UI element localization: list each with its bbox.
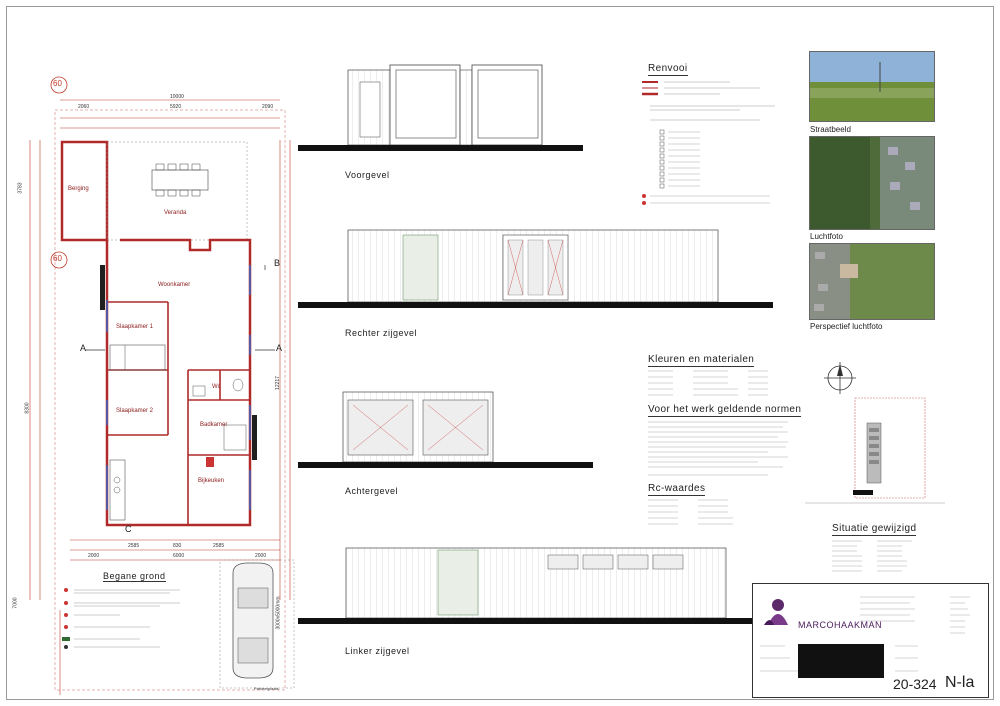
photo-perspectief	[809, 243, 935, 320]
grid-badge-side: 60	[53, 254, 62, 263]
dim-bottom-c: 2585	[213, 543, 225, 549]
elevations	[298, 64, 773, 624]
photo-luchtfoto	[809, 136, 935, 230]
section-a-right: A	[276, 343, 283, 353]
dim-bottom-total: 6000	[173, 553, 185, 559]
werk-list	[648, 421, 788, 476]
section-c: C	[125, 524, 132, 534]
rc-title: Rc-waardes	[648, 483, 706, 496]
dim-left: 2060	[78, 104, 90, 110]
dim-side-1: 3783	[17, 182, 24, 194]
sheet-frame	[6, 6, 994, 700]
dim-right: 2090	[262, 104, 274, 110]
dim-mid: 5920	[170, 104, 182, 110]
dim-side-3: 12217	[274, 376, 281, 390]
dim-side-2: 8300	[24, 402, 31, 414]
section-a-left: A	[80, 343, 87, 353]
renvooi-lines	[642, 81, 775, 205]
client-fields	[760, 644, 918, 678]
elevation-achter-title: Achtergevel	[345, 486, 399, 496]
dim-bottom-a: 2585	[128, 543, 140, 549]
photo-luchtfoto-label: Luchtfoto	[810, 232, 843, 241]
brand-name: MARCOHAAKMAN	[798, 620, 883, 630]
grid-badge-top: 60	[53, 79, 62, 88]
werk-title: Voor het werk geldende normen	[648, 404, 802, 417]
car-dimension: 3000x5000mm	[275, 596, 282, 630]
photo-straatbeeld-label: Straatbeeld	[810, 125, 851, 134]
dim-bottom-b: 830	[173, 543, 182, 549]
room-woonkamer: Woonkamer	[158, 282, 191, 288]
elevation-linker-title: Linker zijgevel	[345, 646, 410, 656]
room-wc: Wc	[212, 384, 221, 390]
room-veranda: Veranda	[164, 210, 187, 216]
renvooi-title: Renvooi	[648, 63, 688, 76]
plan-legend	[62, 588, 180, 649]
photo-perspectief-label: Perspectief luchtfoto	[810, 322, 883, 331]
title-block	[752, 583, 989, 698]
room-badkamer: Badkamer	[200, 422, 228, 428]
dim-bottom-left: 2000	[88, 553, 100, 559]
elevation-rechter-title: Rechter zijgevel	[345, 328, 418, 338]
parking-label: Parkeerplaats	[254, 686, 279, 691]
room-berging: Berging	[68, 186, 89, 192]
room-bijkeuken: Bijkeuken	[198, 478, 225, 484]
room-slaapkamer-2: Slaapkamer 2	[116, 408, 154, 414]
car-parking	[219, 559, 295, 689]
materials-table	[648, 370, 768, 396]
section-b: B	[274, 258, 281, 268]
title-block-fields	[860, 596, 970, 634]
situatie-title: Situatie gewijzigd	[832, 523, 917, 536]
materials-title: Kleuren en materialen	[648, 354, 755, 367]
dim-side-4: 7000	[12, 597, 19, 609]
photo-straatbeeld	[809, 51, 935, 122]
situatie-drawing	[805, 362, 945, 504]
sheet-code: N-la	[945, 674, 975, 691]
situatie-table	[832, 540, 912, 572]
elevation-voorgevel-title: Voorgevel	[345, 170, 390, 180]
dim-bottom-right: 2000	[255, 553, 267, 559]
project-number: 20-324	[893, 676, 937, 692]
dim-total: 10000	[170, 94, 184, 100]
rc-table	[648, 499, 733, 525]
plan-title: Begane grond	[103, 571, 166, 582]
room-slaapkamer-1: Slaapkamer 1	[116, 324, 154, 330]
brand-logo-icon	[764, 599, 788, 625]
